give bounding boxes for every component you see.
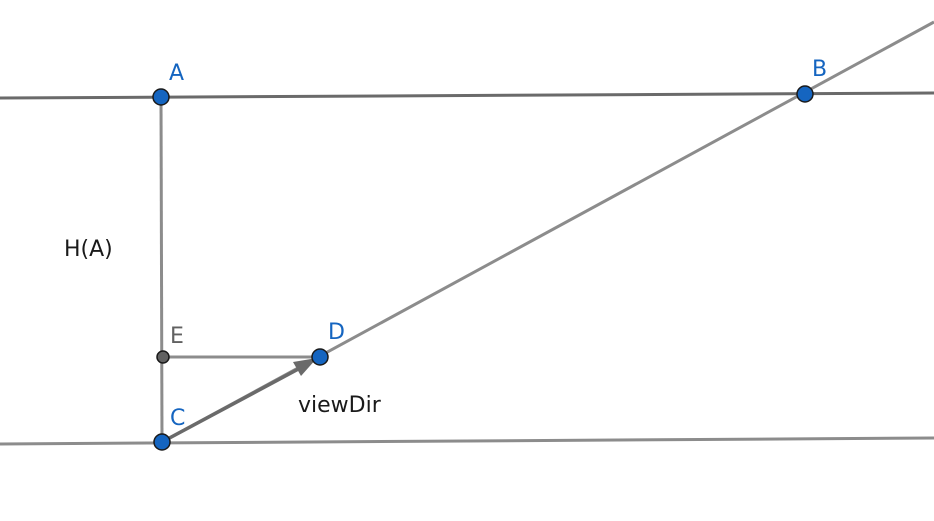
segment-ac bbox=[159, 96, 164, 443]
viewdir-label: viewDir bbox=[298, 393, 382, 418]
bottom-line bbox=[0, 436, 934, 446]
point-e[interactable] bbox=[156, 350, 170, 364]
point-c-label: C bbox=[170, 406, 185, 431]
height-label: H(A) bbox=[64, 237, 113, 262]
point-c[interactable] bbox=[153, 433, 171, 451]
point-d-label: D bbox=[328, 320, 345, 345]
point-b[interactable] bbox=[796, 85, 814, 103]
point-b-label: B bbox=[812, 57, 827, 82]
point-a[interactable] bbox=[152, 88, 170, 106]
viewdir-vector bbox=[161, 364, 305, 444]
point-e-label: E bbox=[170, 324, 184, 349]
point-a-label: A bbox=[169, 61, 184, 86]
point-d[interactable] bbox=[311, 348, 329, 366]
viewdir-arrowhead bbox=[293, 358, 317, 376]
